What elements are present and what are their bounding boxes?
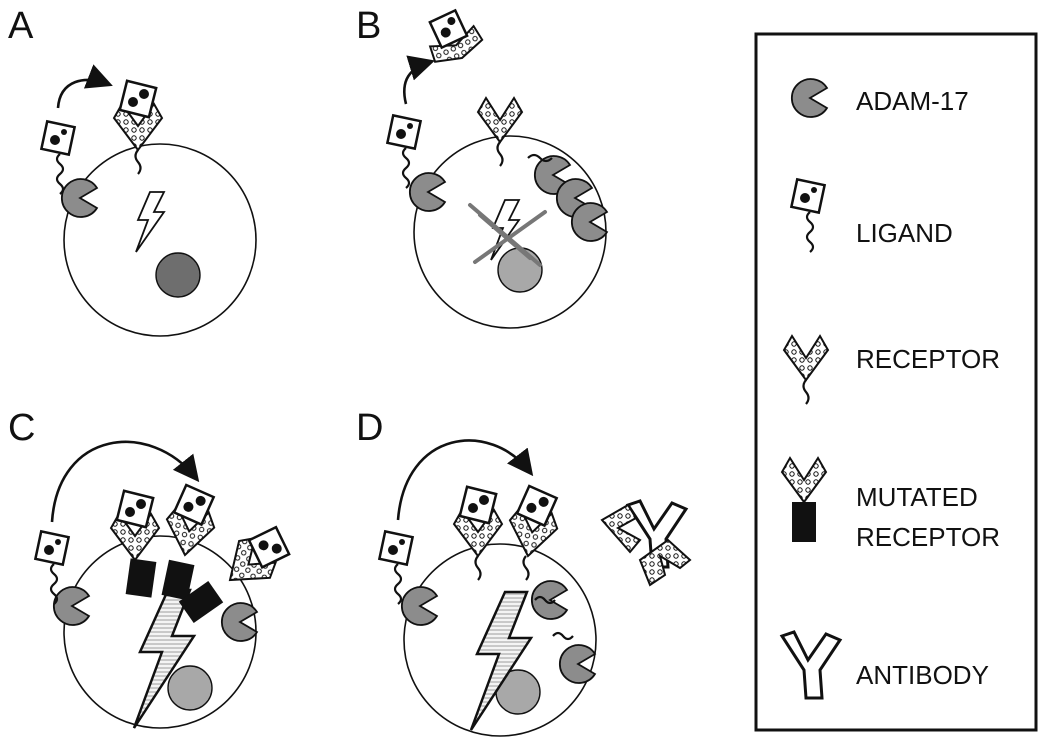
mutated-receptor-icon [160,481,222,601]
panel-d: D [356,407,692,737]
free-ligand-receptor-icon [428,8,484,63]
panel-letter-d: D [356,407,383,449]
legend: ADAM-17 LIGAND RECEPTOR MUTATED RECEPTOR… [754,32,1038,732]
release-arrow [56,64,113,109]
autocrine-arrow [50,440,200,523]
nucleus-c [167,665,213,711]
legend-label-adam17: ADAM-17 [856,86,969,116]
panel-letter-a: A [8,5,34,47]
legend-label-mutated: MUTATED [856,482,978,512]
legend-label-mutated-receptor: RECEPTOR [856,522,1000,552]
antibody-bound-receptor-icon [600,499,692,587]
legend-label-antibody: ANTIBODY [856,660,989,690]
legend-label-receptor: RECEPTOR [856,344,1000,374]
panel-letter-c: C [8,407,35,449]
blocked-cross-icon [468,203,547,267]
release-arrow [403,55,435,105]
mutated-receptor-icon [781,457,827,542]
autocrine-arrow [396,439,534,521]
legend-label-ligand: LIGAND [856,218,953,248]
mutated-receptor-icon [109,489,161,598]
ligand-icon [386,114,422,190]
nucleus-b [497,247,543,293]
panel-a: A [8,5,257,337]
panel-b: B [356,5,608,329]
bound-receptor-icon [112,79,164,152]
panel-c: C [8,407,300,730]
nucleus-a [155,252,201,298]
mutated-receptor-icon [178,515,300,623]
legend-box [754,32,1038,732]
cell-a [63,143,257,337]
panel-letter-b: B [356,5,381,47]
